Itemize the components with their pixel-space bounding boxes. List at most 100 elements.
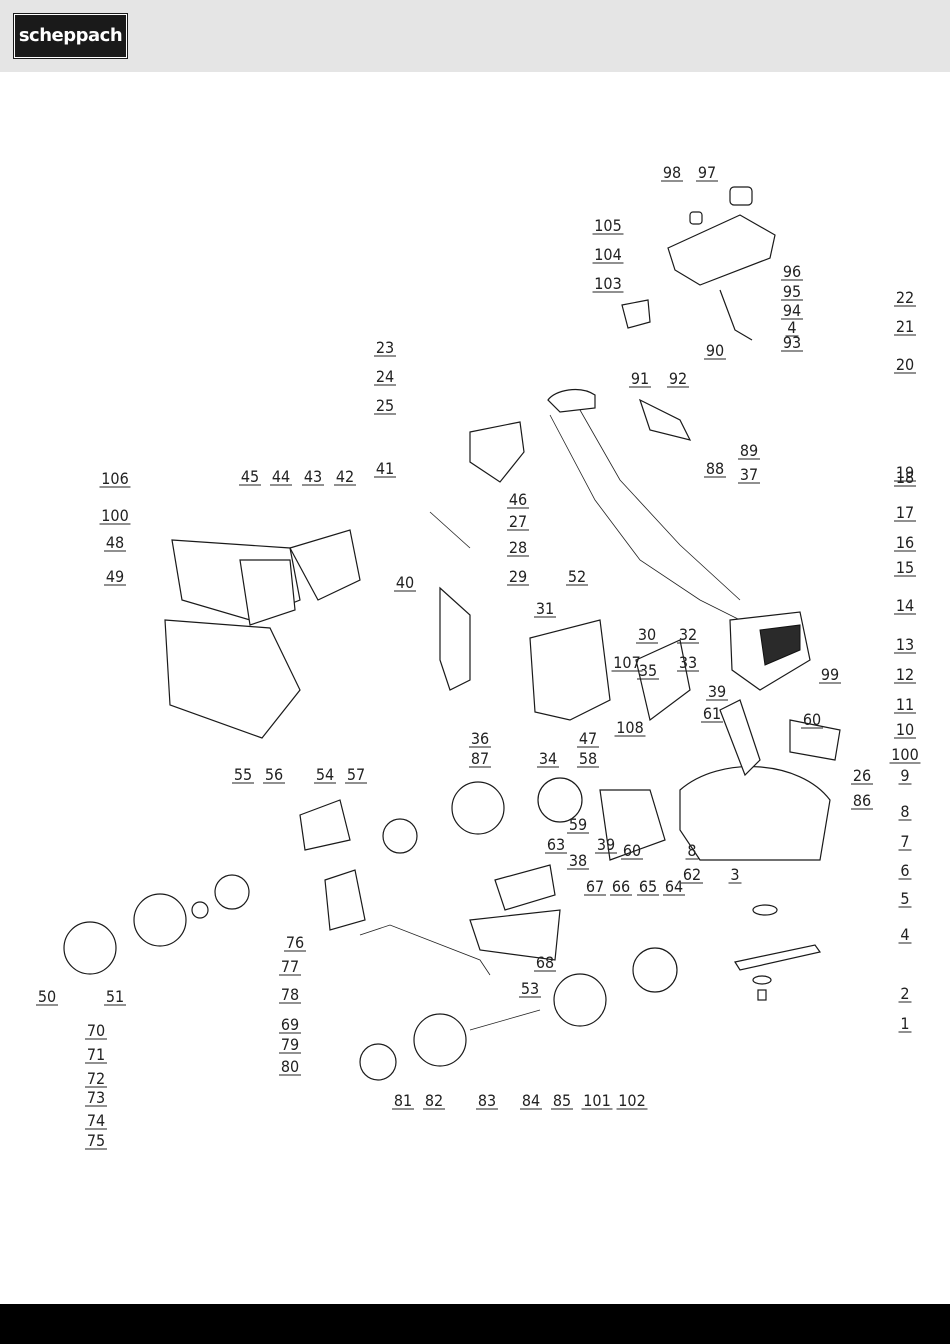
callout-6: 6 xyxy=(898,861,912,880)
callout-66: 66 xyxy=(610,877,632,896)
callout-number: 68 xyxy=(536,953,554,972)
callout-number: 67 xyxy=(586,877,604,896)
callout-108: 108 xyxy=(614,718,646,737)
callout-number: 49 xyxy=(106,567,124,586)
callout-51: 51 xyxy=(104,987,126,1006)
callout-30: 30 xyxy=(636,625,658,644)
bracket-part xyxy=(719,699,761,777)
callout-number: 107 xyxy=(613,653,640,672)
callout-number: 59 xyxy=(569,815,587,834)
blade-part xyxy=(734,944,822,971)
callout-number: 41 xyxy=(376,459,394,478)
callout-69: 69 xyxy=(279,1015,301,1034)
callout-number: 26 xyxy=(853,766,871,785)
callout-74: 74 xyxy=(85,1111,107,1130)
callout-number: 47 xyxy=(579,729,597,748)
callout-26: 26 xyxy=(851,766,873,785)
callout-47: 47 xyxy=(577,729,599,748)
front-housing-part xyxy=(469,909,561,961)
callout-number: 66 xyxy=(612,877,630,896)
callout-44: 44 xyxy=(270,467,292,486)
callout-number: 98 xyxy=(663,163,681,182)
callout-number: 55 xyxy=(234,765,252,784)
header-bar: scheppach xyxy=(0,0,950,72)
callout-number: 92 xyxy=(669,369,687,388)
callout-100: 100 xyxy=(889,745,921,764)
callout-number: 35 xyxy=(639,661,657,680)
callout-number: 103 xyxy=(594,274,621,293)
callout-number: 6 xyxy=(900,861,909,880)
callout-number: 43 xyxy=(304,467,322,486)
callout-number: 78 xyxy=(281,985,299,1004)
callout-number: 63 xyxy=(547,835,565,854)
callout-101: 101 xyxy=(581,1091,613,1110)
callout-34: 34 xyxy=(537,749,559,768)
callout-105: 105 xyxy=(592,216,624,235)
callout-41: 41 xyxy=(374,459,396,478)
callout-number: 91 xyxy=(631,369,649,388)
callout-76: 76 xyxy=(284,933,306,952)
callout-8: 8 xyxy=(898,802,912,821)
callout-number: 22 xyxy=(896,288,914,307)
callout-number: 84 xyxy=(522,1091,540,1110)
callout-23: 23 xyxy=(374,338,396,357)
deflector-part xyxy=(635,639,691,722)
callout-65: 65 xyxy=(637,877,659,896)
callout-number: 108 xyxy=(616,718,643,737)
front-cover-part xyxy=(494,864,556,911)
callout-106: 106 xyxy=(99,469,131,488)
callout-number: 21 xyxy=(896,317,914,336)
callout-number: 93 xyxy=(783,333,801,352)
callout-number: 42 xyxy=(336,467,354,486)
callout-number: 104 xyxy=(594,245,621,264)
callout-89: 89 xyxy=(738,441,760,460)
callout-60: 60 xyxy=(801,710,823,729)
callout-number: 71 xyxy=(87,1045,105,1064)
footer-bar xyxy=(0,1304,950,1344)
callout-19: 19 xyxy=(894,463,916,482)
callout-number: 75 xyxy=(87,1131,105,1150)
blade-adapter-part xyxy=(752,904,778,916)
callout-number: 30 xyxy=(638,625,656,644)
parts-drawing xyxy=(63,186,841,1081)
upper-handle-part xyxy=(469,421,525,483)
callout-number: 37 xyxy=(740,465,758,484)
callout-4: 4 xyxy=(785,318,799,337)
front-hubcap-part xyxy=(632,947,678,993)
wheel-part xyxy=(133,893,187,947)
callout-number: 73 xyxy=(87,1088,105,1107)
callout-number: 56 xyxy=(265,765,283,784)
callout-number: 89 xyxy=(740,441,758,460)
callout-46: 46 xyxy=(507,490,529,509)
callout-number: 20 xyxy=(896,355,914,374)
callout-43: 43 xyxy=(302,467,324,486)
callout-number: 60 xyxy=(623,841,641,860)
callout-20: 20 xyxy=(894,355,916,374)
callout-number: 58 xyxy=(579,749,597,768)
callout-99: 99 xyxy=(819,665,841,684)
callout-number: 39 xyxy=(708,682,726,701)
callout-number: 13 xyxy=(896,635,914,654)
callout-17: 17 xyxy=(894,503,916,522)
callout-33: 33 xyxy=(677,653,699,672)
callout-number: 4 xyxy=(787,318,796,337)
callout-87: 87 xyxy=(469,749,491,768)
handle-bar-part xyxy=(579,409,741,601)
callout-59: 59 xyxy=(567,815,589,834)
callout-number: 99 xyxy=(821,665,839,684)
rear-wheel-part xyxy=(451,781,505,835)
callout-number: 94 xyxy=(783,301,801,320)
side-discharge-part xyxy=(789,719,841,761)
callout-32: 32 xyxy=(677,625,699,644)
callout-number: 65 xyxy=(639,877,657,896)
callout-number: 64 xyxy=(665,877,683,896)
top-cover-part xyxy=(667,214,776,286)
callout-number: 25 xyxy=(376,396,394,415)
callout-number: 61 xyxy=(703,704,721,723)
callout-75: 75 xyxy=(85,1131,107,1150)
callout-63: 63 xyxy=(545,835,567,854)
cap-part xyxy=(689,211,703,225)
callout-number: 28 xyxy=(509,538,527,557)
